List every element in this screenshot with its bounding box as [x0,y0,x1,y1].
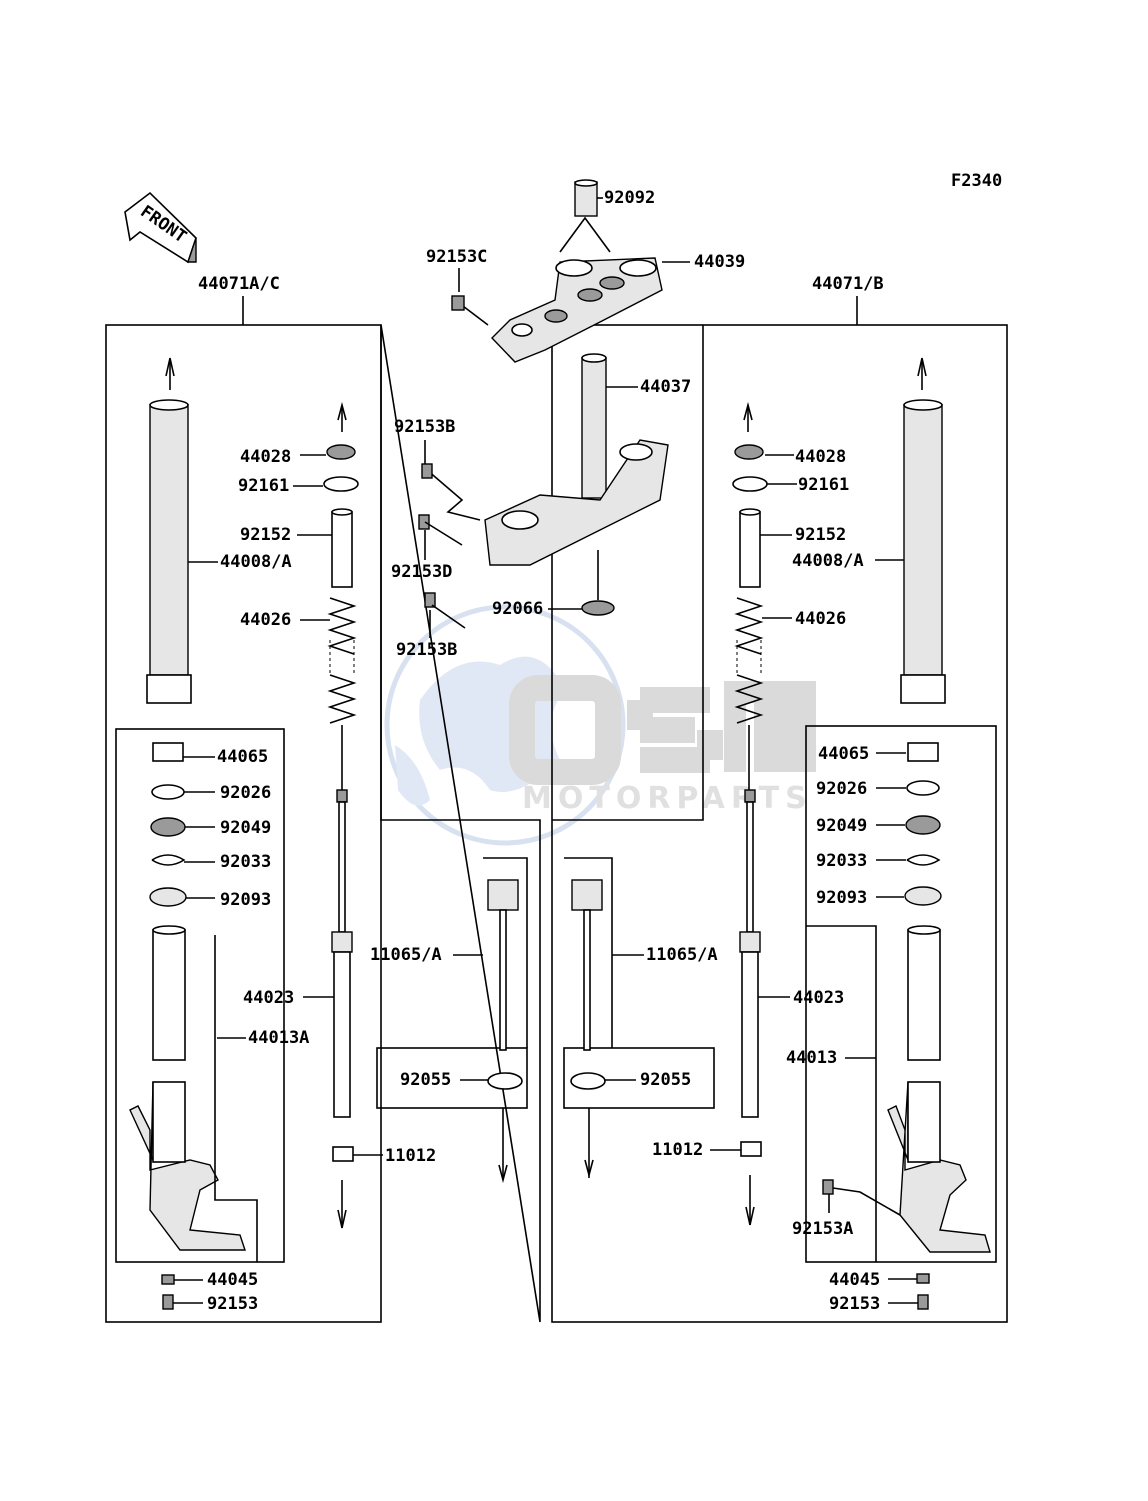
osm-watermark: MOTORPARTS [384,604,816,846]
label-left-92049: 92049 [220,818,271,838]
label-92153b-bottom: 92153B [396,640,457,660]
right-fork-inner-tube [887,925,991,1253]
label-right-44045: 44045 [829,1270,880,1290]
right-pinch-bolt [822,1179,834,1195]
label-left-44008a: 44008/A [220,552,292,572]
left-damper-rod [331,789,353,1118]
label-left-92033: 92033 [220,852,271,872]
label-44037: 44037 [640,377,691,397]
label-left-92152: 92152 [240,525,291,545]
label-92153d: 92153D [391,562,452,582]
label-right-44013: 44013 [786,1048,837,1068]
label-left-11012: 11012 [385,1146,436,1166]
label-left-44026: 44026 [240,610,291,630]
label-right-92093: 92093 [816,888,867,908]
label-92092: 92092 [604,188,655,208]
label-left-44013a: 44013A [248,1028,309,1048]
label-left-92093: 92093 [220,890,271,910]
label-left-92055: 92055 [400,1070,451,1090]
label-44039: 44039 [694,252,745,272]
label-left-44023: 44023 [243,988,294,1008]
figure-code: F2340 [951,171,1002,191]
label-left-44065: 44065 [217,747,268,767]
upper-triple-clamp [451,179,663,363]
left-fork-outer-tube [146,357,192,704]
left-bolt [162,1294,174,1310]
label-right-92055: 92055 [640,1070,691,1090]
label-right-44028: 44028 [795,447,846,467]
label-left-92026: 92026 [220,783,271,803]
label-92066: 92066 [492,599,543,619]
right-washer [916,1273,930,1284]
label-right-11012: 11012 [652,1140,703,1160]
label-right-92026: 92026 [816,779,867,799]
left-washer [161,1274,175,1285]
label-right-11065a: 11065/A [646,945,718,965]
label-right-44026: 44026 [795,609,846,629]
left-cartridge [487,879,519,1184]
label-right-44065: 44065 [818,744,869,764]
right-fork-cap-parts [732,401,768,588]
label-44071ac: 44071A/C [198,274,280,294]
watermark-sub-text: MOTORPARTS [522,781,813,816]
label-right-44008a: 44008/A [792,551,864,571]
label-92153c: 92153C [426,247,487,267]
right-bolt [917,1294,929,1310]
label-left-11065a: 11065/A [370,945,442,965]
label-right-92033: 92033 [816,851,867,871]
right-cartridge [571,879,603,1179]
label-92153b-top: 92153B [394,417,455,437]
label-right-92161: 92161 [798,475,849,495]
label-left-92161: 92161 [238,476,289,496]
left-fork-inner-tube [129,925,246,1251]
label-right-92049: 92049 [816,816,867,836]
right-o-ring [570,1072,606,1090]
label-left-92153: 92153 [207,1294,258,1314]
steering-stem [484,353,669,616]
label-right-92153: 92153 [829,1294,880,1314]
left-seal-stack [149,742,187,907]
label-right-44023: 44023 [793,988,844,1008]
right-damper-rod [739,789,761,1118]
right-seal-stack [904,742,942,906]
label-left-44028: 44028 [240,447,291,467]
left-o-ring [487,1072,523,1090]
right-fork-spring [734,597,764,790]
label-right-92153a: 92153A [792,1219,853,1239]
left-bushing [332,1146,354,1162]
label-right-92152: 92152 [795,525,846,545]
label-left-44045: 44045 [207,1270,258,1290]
front-direction-marker: FRONT [124,191,197,264]
left-fork-spring [327,597,357,790]
label-44071b: 44071/B [812,274,884,294]
right-bushing [740,1141,762,1157]
left-fork-cap-parts [323,401,359,588]
right-fork-outer-tube [900,357,946,704]
